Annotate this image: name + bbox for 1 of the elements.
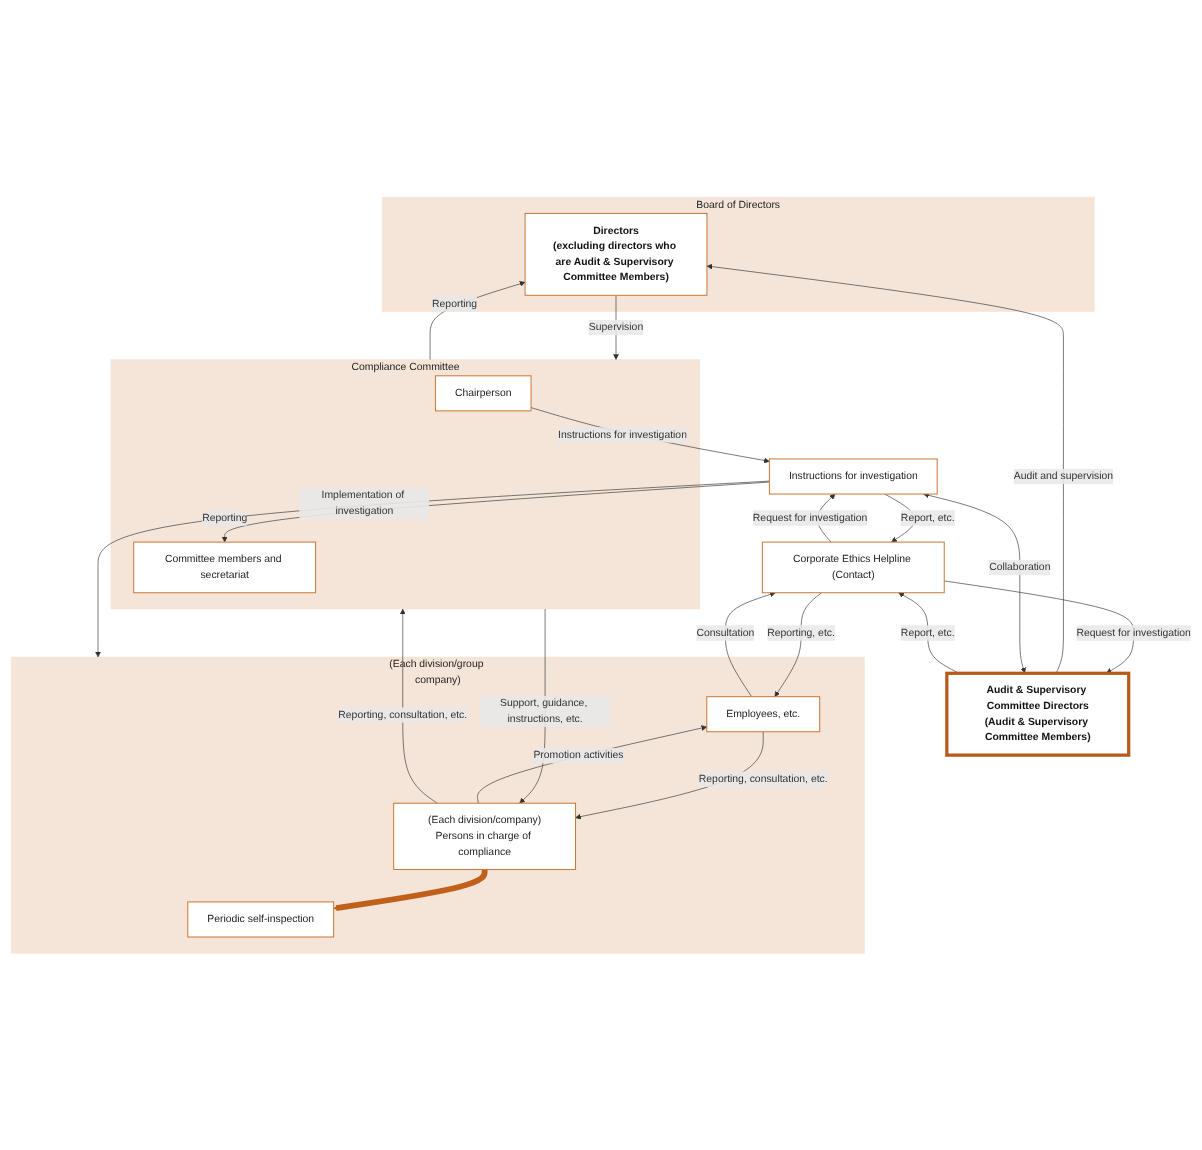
arrow bbox=[333, 869, 488, 911]
